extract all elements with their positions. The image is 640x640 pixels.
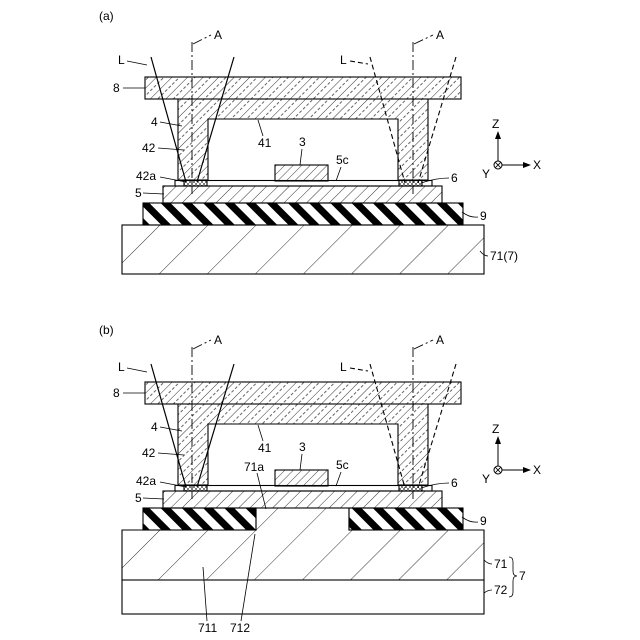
- coord-z-label: Z: [492, 117, 499, 131]
- pad-42a-left: [184, 180, 207, 186]
- leader-5c: [336, 472, 341, 486]
- coord-x-label: X: [533, 158, 541, 172]
- ref-3: 3: [299, 135, 306, 149]
- ref-7: 7: [519, 569, 526, 583]
- laser-right-label: L: [340, 360, 347, 374]
- ref-71-7: 71(7): [490, 249, 518, 263]
- ref-5c: 5c: [336, 458, 349, 472]
- layer-9-left: [143, 508, 256, 530]
- y-axis-cross: [495, 467, 501, 473]
- coordinate-axes-b: Z X Y: [482, 422, 541, 486]
- axis-a-left-leader: [193, 340, 211, 349]
- z-arrowhead: [495, 436, 501, 444]
- ref-9: 9: [480, 209, 487, 223]
- x-arrowhead: [523, 162, 531, 168]
- coord-y-label: Y: [482, 167, 490, 181]
- ref-6: 6: [451, 476, 458, 490]
- laser-right-leader: [350, 61, 368, 64]
- coord-y-label: Y: [482, 472, 490, 486]
- laser-right-leader: [350, 368, 368, 371]
- x-arrowhead: [523, 467, 531, 473]
- ref-5: 5: [135, 491, 142, 505]
- laser-right-label: L: [340, 53, 347, 67]
- leader-71: [484, 560, 492, 564]
- leader-9: [462, 212, 478, 217]
- substrate-5: [163, 186, 442, 203]
- ref-72: 72: [494, 583, 508, 597]
- leader-5c: [336, 167, 341, 181]
- axis-a-right-label: A: [436, 333, 444, 347]
- ref-9: 9: [480, 514, 487, 528]
- axis-a-left-label: A: [214, 333, 222, 347]
- laser-left-leader: [127, 368, 147, 372]
- ref-42a: 42a: [136, 474, 156, 488]
- ref-711: 711: [198, 621, 217, 635]
- ref-42: 42: [142, 141, 156, 155]
- ref-71: 71: [494, 557, 508, 571]
- z-arrowhead: [495, 131, 501, 139]
- laser-left-label: L: [118, 360, 125, 374]
- leader-41: [258, 120, 263, 136]
- ref-42: 42: [142, 446, 156, 460]
- panel-b-label: (b): [99, 323, 114, 337]
- leader-41: [258, 425, 263, 441]
- ref-71a: 71a: [244, 460, 264, 474]
- ref-6: 6: [451, 171, 458, 185]
- layer-9: [143, 203, 463, 225]
- component-3: [275, 165, 328, 181]
- coordinate-axes-a: Z X Y: [482, 117, 541, 181]
- axis-a-right-leader: [414, 340, 433, 349]
- component-3: [275, 470, 328, 486]
- ref-5: 5: [135, 186, 142, 200]
- ref-712: 712: [230, 621, 250, 635]
- coord-x-label: X: [533, 463, 541, 477]
- leader-3: [300, 149, 302, 165]
- base-71: [122, 225, 484, 274]
- axis-a-left-label: A: [214, 28, 222, 42]
- substrate-5: [163, 491, 442, 508]
- axis-a-left-leader: [193, 35, 211, 44]
- leader-3: [300, 454, 302, 470]
- ref-4: 4: [151, 420, 158, 434]
- ref-41: 41: [258, 441, 272, 455]
- leader-72: [484, 590, 492, 593]
- panel-a-label: (a): [99, 9, 114, 23]
- leader-9: [462, 517, 478, 522]
- laser-left-leader: [127, 61, 147, 65]
- panel-b: A A L L 8 4 42 41 3 5c 71a 42a 6 5 9: [113, 333, 541, 635]
- ref-3: 3: [299, 440, 306, 454]
- pad-42a-left: [184, 485, 207, 491]
- ref-4: 4: [151, 115, 158, 129]
- ref-8: 8: [113, 386, 120, 400]
- brace-7: [509, 557, 517, 597]
- base-72: [122, 580, 484, 614]
- ref-8: 8: [113, 81, 120, 95]
- ref-42a: 42a: [136, 169, 156, 183]
- layer-9-right: [349, 508, 463, 530]
- leader-5: [143, 498, 164, 499]
- ref-5c: 5c: [336, 153, 349, 167]
- ref-41: 41: [258, 136, 272, 150]
- laser-left-label: L: [118, 53, 125, 67]
- y-axis-cross: [495, 162, 501, 168]
- leader-5: [143, 193, 164, 194]
- panel-a: (a) A A L L 8 4: [99, 9, 541, 274]
- axis-a-right-label: A: [436, 28, 444, 42]
- axis-a-right-leader: [414, 35, 433, 44]
- coord-z-label: Z: [492, 422, 499, 436]
